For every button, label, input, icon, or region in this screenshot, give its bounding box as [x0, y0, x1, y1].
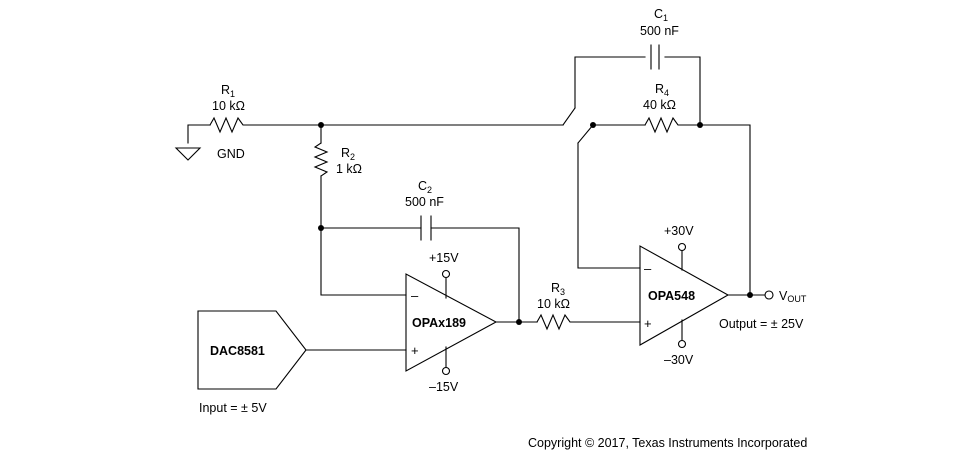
r1-value: 10 kΩ [212, 99, 245, 113]
vout-label: V [779, 289, 788, 303]
wires [187, 56, 766, 351]
dac-block: DAC8581 [197, 310, 307, 390]
opa548-minus-sign: – [644, 261, 652, 276]
r1-designator: R [221, 83, 230, 97]
capacitor-c1: C1 500 nF [640, 7, 679, 70]
vout-subscript: OUT [787, 294, 807, 304]
output-range-label: Output = ± 25V [719, 317, 804, 331]
input-range-label: Input = ± 5V [199, 401, 267, 415]
r2-subscript: 2 [350, 152, 355, 162]
opa548-supply-neg: –30V [664, 353, 694, 367]
output-terminal: VOUT Output = ± 25V [719, 289, 807, 331]
resistor-r2: R2 1 kΩ [313, 142, 362, 177]
c1-value: 500 nF [640, 24, 679, 38]
dac-name: DAC8581 [210, 344, 265, 358]
r2-value: 1 kΩ [336, 162, 362, 176]
c1-subscript: 1 [663, 13, 668, 23]
svg-text:R4: R4 [655, 82, 669, 98]
c2-designator: C [418, 179, 427, 193]
svg-text:C1: C1 [654, 7, 668, 23]
opa548-plus-sign: + [644, 316, 652, 331]
c2-value: 500 nF [405, 195, 444, 209]
r2-designator: R [341, 146, 350, 160]
r3-subscript: 3 [560, 287, 565, 297]
capacitor-c2: C2 500 nF [405, 179, 444, 241]
resistor-r1: R1 10 kΩ [209, 83, 248, 134]
opax189-supply-pos: +15V [429, 251, 459, 265]
copyright-notice: Copyright © 2017, Texas Instruments Inco… [528, 436, 807, 450]
opax189-minus-sign: – [411, 288, 419, 303]
junction-dots [318, 122, 753, 325]
r1-subscript: 1 [230, 89, 235, 99]
svg-text:C2: C2 [418, 179, 432, 195]
svg-text:R2: R2 [341, 146, 355, 162]
opax189-plus-sign: + [411, 343, 419, 358]
opa548-name: OPA548 [648, 289, 695, 303]
r4-subscript: 4 [664, 88, 669, 98]
opamp-opax189: – + OPAx189 +15V –15V [405, 251, 498, 394]
ground-label: GND [217, 147, 245, 161]
opamp-opa548: – + OPA548 +30V –30V [639, 224, 730, 367]
r4-value: 40 kΩ [643, 98, 676, 112]
opax189-name: OPAx189 [412, 316, 466, 330]
resistor-r3: R3 10 kΩ [536, 281, 576, 331]
r4-designator: R [655, 82, 664, 96]
svg-text:R3: R3 [551, 281, 565, 297]
opax189-supply-neg: –15V [429, 380, 459, 394]
svg-text:R1: R1 [221, 83, 235, 99]
ground-symbol: GND [174, 147, 245, 161]
svg-text:VOUT: VOUT [779, 289, 807, 304]
resistor-r4: R4 40 kΩ [643, 82, 683, 134]
r3-value: 10 kΩ [537, 297, 570, 311]
c1-designator: C [654, 7, 663, 21]
opa548-supply-pos: +30V [664, 224, 694, 238]
r3-designator: R [551, 281, 560, 295]
c2-subscript: 2 [427, 185, 432, 195]
